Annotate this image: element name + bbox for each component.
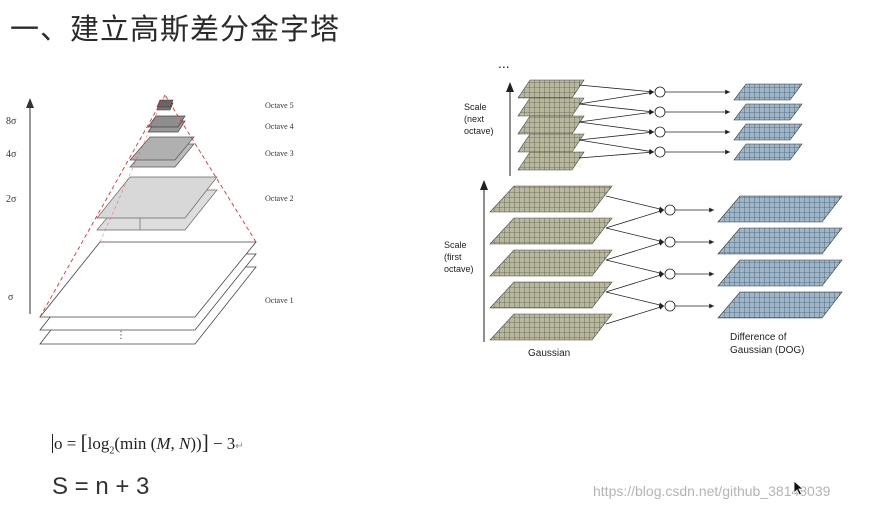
dog-label-line1: Difference of [730,332,787,343]
watermark-url: https://blog.csdn.net/github_38148039 [593,483,831,499]
formula-log: log [87,434,110,453]
scale-next-line3: octave) [464,126,494,136]
scale-first-line3: octave) [444,264,474,274]
next-octave-gaussians [517,79,585,171]
octave-label-4: Octave 4 [265,122,294,131]
scale-next-line1: Scale [464,102,487,112]
scale-first-line1: Scale [444,240,467,250]
scale-next-line2: (next [464,114,485,124]
s-formula: S = n + 3 [52,473,150,500]
octave1-dots: ⋮ [116,330,126,341]
scale-label-sigma: σ [8,292,14,303]
next-octave-dogs [733,83,803,161]
slide-title: 一、建立高斯差分金字塔 [10,12,341,46]
scale-label-2sigma: 2σ [6,194,17,205]
formula-paren-close: )) [190,434,202,453]
gaussian-pyramid-figure: 8σ 4σ 2σ σ ⋮ Octave 5 Octave 4 Octave 3 … [6,94,294,345]
scale-first-line2: (first [444,252,462,262]
octave-label-5: Octave 5 [265,101,294,110]
formula-lhs: o = [52,434,77,453]
scale-label-4sigma: 4σ [6,149,17,160]
formula-log-base: 2 [109,445,115,457]
dog-construction-figure: ... Scale (next octave) [444,55,843,359]
octave-label-3: Octave 3 [265,149,294,158]
formula-comma: , [170,434,180,453]
gaussian-label: Gaussian [528,348,570,359]
mouse-cursor-icon [793,480,805,496]
return-mark: ↵ [235,441,244,452]
formula-M: M [156,434,171,453]
first-octave-gaussians [489,185,613,341]
octave-count-formula: o = [log2(min (M, N))] − 3↵ [52,430,244,456]
formula-bracket-open: [ [80,430,88,454]
dog-label-line2: Gaussian (DOG) [730,345,804,356]
formula-paren-open: (min ( [114,434,157,453]
next-octave-minus-ops [654,86,666,158]
first-octave-minus-ops [664,204,676,312]
ellipsis-top: ... [498,55,510,71]
formula-bracket-close: ] [201,430,209,454]
octave-label-2: Octave 2 [265,194,294,203]
scale-label-8sigma: 8σ [6,116,17,127]
formula-tail: − 3 [208,434,236,453]
first-octave-dogs [717,195,843,319]
formula-N: N [179,434,191,453]
octave-label-1: Octave 1 [265,296,294,305]
